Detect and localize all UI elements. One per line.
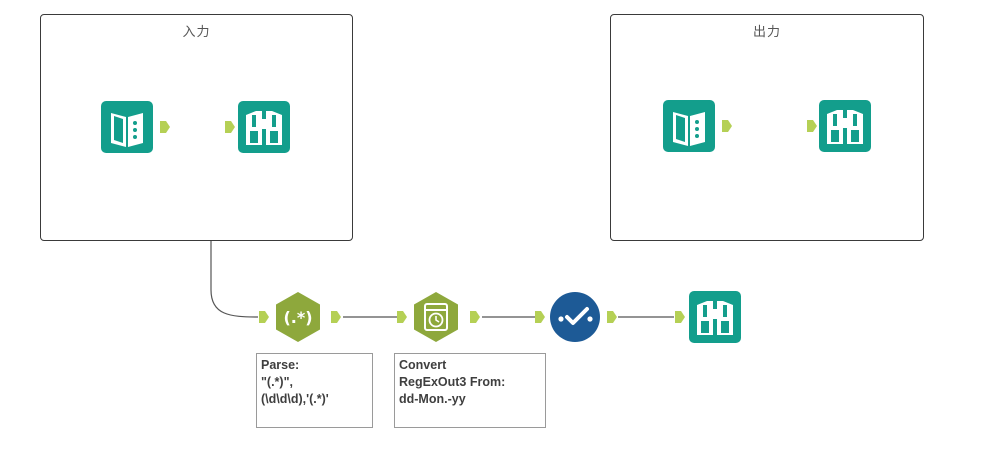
output-input-data-output-anchor[interactable] xyxy=(722,120,732,132)
anchor-arrow-icon xyxy=(397,311,407,323)
input-data-tool[interactable] xyxy=(101,101,153,153)
output-container[interactable]: 出力 xyxy=(610,14,924,241)
anchor-arrow-icon xyxy=(160,121,170,133)
final-browse-tool[interactable] xyxy=(689,291,741,343)
regex-icon: (.*) xyxy=(276,292,320,342)
anchor-arrow-icon xyxy=(331,311,341,323)
datetime-output-anchor[interactable] xyxy=(470,311,480,323)
browse-input-anchor[interactable] xyxy=(225,121,235,133)
book-icon xyxy=(663,100,715,152)
datetime-tool[interactable] xyxy=(410,291,462,343)
output-browse-input-anchor[interactable] xyxy=(807,120,817,132)
browse-tool[interactable] xyxy=(238,101,290,153)
regex-annotation: Parse: "(.*)", (\d\d\d),'(.*)' xyxy=(256,353,373,428)
select-input-anchor[interactable] xyxy=(535,311,545,323)
final-browse-input-anchor[interactable] xyxy=(675,311,685,323)
binoculars-icon xyxy=(238,101,290,153)
anchor-arrow-icon xyxy=(470,311,480,323)
datetime-annotation: Convert RegExOut3 From: dd-Mon.-yy xyxy=(394,353,546,428)
anchor-arrow-icon xyxy=(675,311,685,323)
anchor-arrow-icon xyxy=(807,120,817,132)
input-data-output-anchor[interactable] xyxy=(160,121,170,133)
output-container-title: 出力 xyxy=(752,24,781,39)
regex-tool[interactable]: (.*) xyxy=(272,291,324,343)
book-icon xyxy=(101,101,153,153)
checkmark-icon xyxy=(550,292,600,342)
regex-output-anchor[interactable] xyxy=(331,311,341,323)
input-container[interactable]: 入力 xyxy=(40,14,353,241)
select-tool[interactable] xyxy=(549,291,601,343)
anchor-arrow-icon xyxy=(259,311,269,323)
calendar-clock-icon xyxy=(414,292,458,342)
anchor-arrow-icon xyxy=(225,121,235,133)
datetime-input-anchor[interactable] xyxy=(397,311,407,323)
binoculars-icon xyxy=(819,100,871,152)
anchor-arrow-icon xyxy=(607,311,617,323)
svg-text:(.*): (.*) xyxy=(283,308,312,327)
output-browse-tool[interactable] xyxy=(819,100,871,152)
regex-input-anchor[interactable] xyxy=(259,311,269,323)
select-output-anchor[interactable] xyxy=(607,311,617,323)
binoculars-icon xyxy=(689,291,741,343)
input-container-title: 入力 xyxy=(182,24,211,39)
anchor-arrow-icon xyxy=(722,120,732,132)
output-input-data-tool[interactable] xyxy=(663,100,715,152)
anchor-arrow-icon xyxy=(535,311,545,323)
